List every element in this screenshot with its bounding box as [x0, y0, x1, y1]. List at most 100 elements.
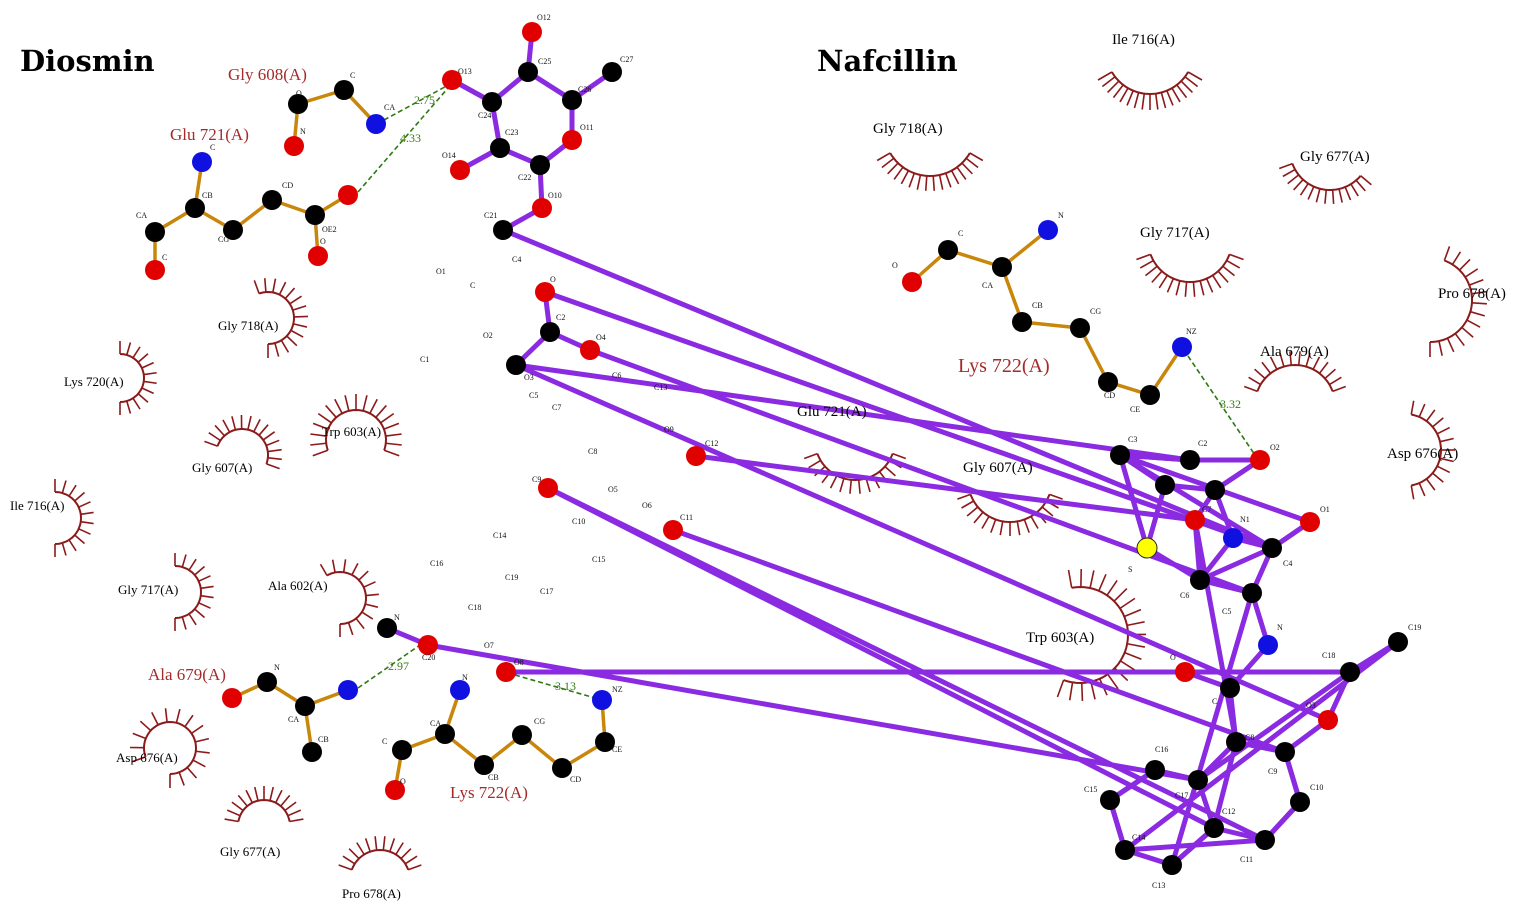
residue-labels: Gly 608(A) Glu 721(A) Ala 679(A) Lys 722(A)…: [10, 32, 1506, 901]
atom-name-label: O8: [514, 658, 524, 667]
atom-n: [338, 680, 358, 700]
atom-name-label: C4: [1283, 559, 1292, 568]
ligand-bond: [1117, 452, 1193, 463]
atom-c: [493, 220, 513, 240]
atom-name-label: N: [1058, 211, 1064, 220]
atom-name-label: O4: [596, 333, 606, 342]
atom-name-label: CD: [1104, 391, 1115, 400]
hbond-line: [383, 81, 455, 121]
atom-name-label: C2: [1198, 439, 1207, 448]
atom-c: [257, 672, 277, 692]
hbond-line: [357, 644, 421, 689]
atom-name-label: C19: [1408, 623, 1421, 632]
atom-n: [1223, 528, 1243, 548]
contact-arc-ala602: [319, 559, 379, 637]
atom-name-label: C13: [654, 383, 667, 392]
ligand-bond: [513, 362, 1331, 723]
atom-c: [1140, 385, 1160, 405]
atom-name-label: O5: [608, 485, 618, 494]
atom-name-label: C: [350, 71, 355, 80]
atom-n: [366, 114, 386, 134]
atom-name-label: C17: [1175, 791, 1188, 800]
residue-label: Gly 607(A): [192, 460, 252, 475]
atom-name-label: CE: [1130, 405, 1140, 414]
atom-n: [450, 680, 470, 700]
atom-c: [262, 190, 282, 210]
atom-c: [992, 257, 1012, 277]
atom-name-label: C8: [1245, 733, 1254, 742]
atom-name-label: N: [1277, 623, 1283, 632]
atom-name-label: O6: [642, 501, 652, 510]
atom-o: [418, 635, 438, 655]
panel-title-diosmin: Diosmin: [20, 44, 155, 78]
ligand-bond: [425, 642, 1201, 783]
atom-name-label: O11: [580, 123, 593, 132]
atom-name-label: C14: [493, 531, 506, 540]
atom-name-label: C6: [612, 371, 621, 380]
residue-label: Ala 679(A): [1260, 344, 1329, 360]
atom-c: [540, 322, 560, 342]
atom-name-label: C5: [529, 391, 538, 400]
atom-c: [1100, 790, 1120, 810]
atom-o: [522, 22, 542, 42]
atom-name-label: C8: [588, 447, 597, 456]
contact-arc-trp603: [310, 394, 402, 457]
residue-label: Lys 720(A): [64, 374, 124, 389]
contact-arc-gly717: [174, 553, 214, 631]
ligand-bond: [500, 227, 1275, 551]
atom-c: [1262, 538, 1282, 558]
atom-name-label: C12: [1222, 807, 1235, 816]
contact-arc-pro678: [338, 836, 422, 871]
atom-c: [334, 80, 354, 100]
atom-o: [686, 446, 706, 466]
hbond-line: [1187, 355, 1256, 456]
ligand-bond: [693, 453, 1198, 523]
contact-arc-gly717-n: [1136, 253, 1244, 297]
atom-o: [663, 520, 683, 540]
contact-arc-asp676: [129, 708, 210, 788]
residue-label: Ala 679(A): [148, 665, 226, 684]
contact-arc-asp676-n: [1410, 400, 1455, 500]
atom-c: [305, 205, 325, 225]
atom-o: [538, 478, 558, 498]
atom-name-label: CD: [282, 181, 293, 190]
atom-name-label: C26: [578, 85, 591, 94]
atom-o: [145, 260, 165, 280]
atom-name-label: C: [382, 737, 387, 746]
atom-name-label: O: [1170, 653, 1176, 662]
atom-name-label: C: [210, 143, 215, 152]
atom-name-label: O: [296, 89, 302, 98]
atom-name-label: O3: [1306, 701, 1316, 710]
atom-name-label: O1: [436, 267, 446, 276]
residue-label: Lys 722(A): [958, 355, 1050, 377]
atom-name-label: C7: [1202, 505, 1211, 514]
atoms: [145, 22, 1408, 875]
atom-c: [482, 92, 502, 112]
residue-label: Asp 676(A): [116, 750, 178, 765]
ligand-bond: [1192, 517, 1239, 745]
atom-name-label: O: [320, 237, 326, 246]
residue-label: Glu 721(A): [797, 404, 867, 420]
atom-name-label: O: [550, 275, 556, 284]
atom-name-label: OE2: [322, 225, 337, 234]
atom-o: [535, 282, 555, 302]
ligand-bond: [670, 527, 1288, 755]
residue-label: Pro 678(A): [342, 886, 401, 901]
atom-c: [595, 732, 615, 752]
atom-name-label: C15: [1084, 785, 1097, 794]
atom-o: [385, 780, 405, 800]
atom-o: [308, 246, 328, 266]
atom-name-label: C5: [1222, 607, 1231, 616]
atom-name-label: N1: [1240, 515, 1250, 524]
atom-o: [562, 130, 582, 150]
atom-name-label: C2: [556, 313, 565, 322]
residue-label: Gly 608(A): [228, 65, 307, 84]
atom-name-label: O3: [524, 373, 534, 382]
residue-label: Gly 718(A): [873, 121, 943, 137]
hbond-distance-label: 2.97: [388, 659, 409, 673]
atom-c: [1190, 570, 1210, 590]
atom-c: [506, 355, 526, 375]
atom-c: [1155, 475, 1175, 495]
atom-n: [1172, 337, 1192, 357]
atom-c: [1340, 662, 1360, 682]
